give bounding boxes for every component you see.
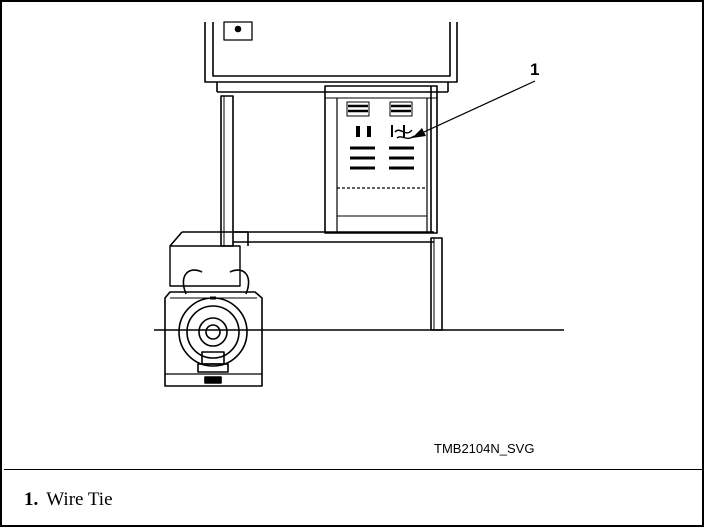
- legend-item-label: Wire Tie: [46, 489, 113, 510]
- callout-leader: [423, 80, 536, 133]
- left-post: [220, 95, 234, 247]
- control-panel: [324, 85, 438, 234]
- motor-assembly: [164, 231, 263, 387]
- technical-illustration: 1: [154, 21, 564, 387]
- frame-rails: [217, 91, 448, 243]
- callout-arrowhead: [412, 128, 426, 138]
- figure-id: TMB2104N_SVG: [434, 441, 535, 456]
- legend-item-number: 1.: [24, 489, 39, 510]
- callout-number: 1: [530, 60, 539, 79]
- legend-divider: [4, 469, 704, 470]
- upper-housing: [204, 21, 458, 92]
- legend-item: 1. Wire Tie: [24, 489, 113, 511]
